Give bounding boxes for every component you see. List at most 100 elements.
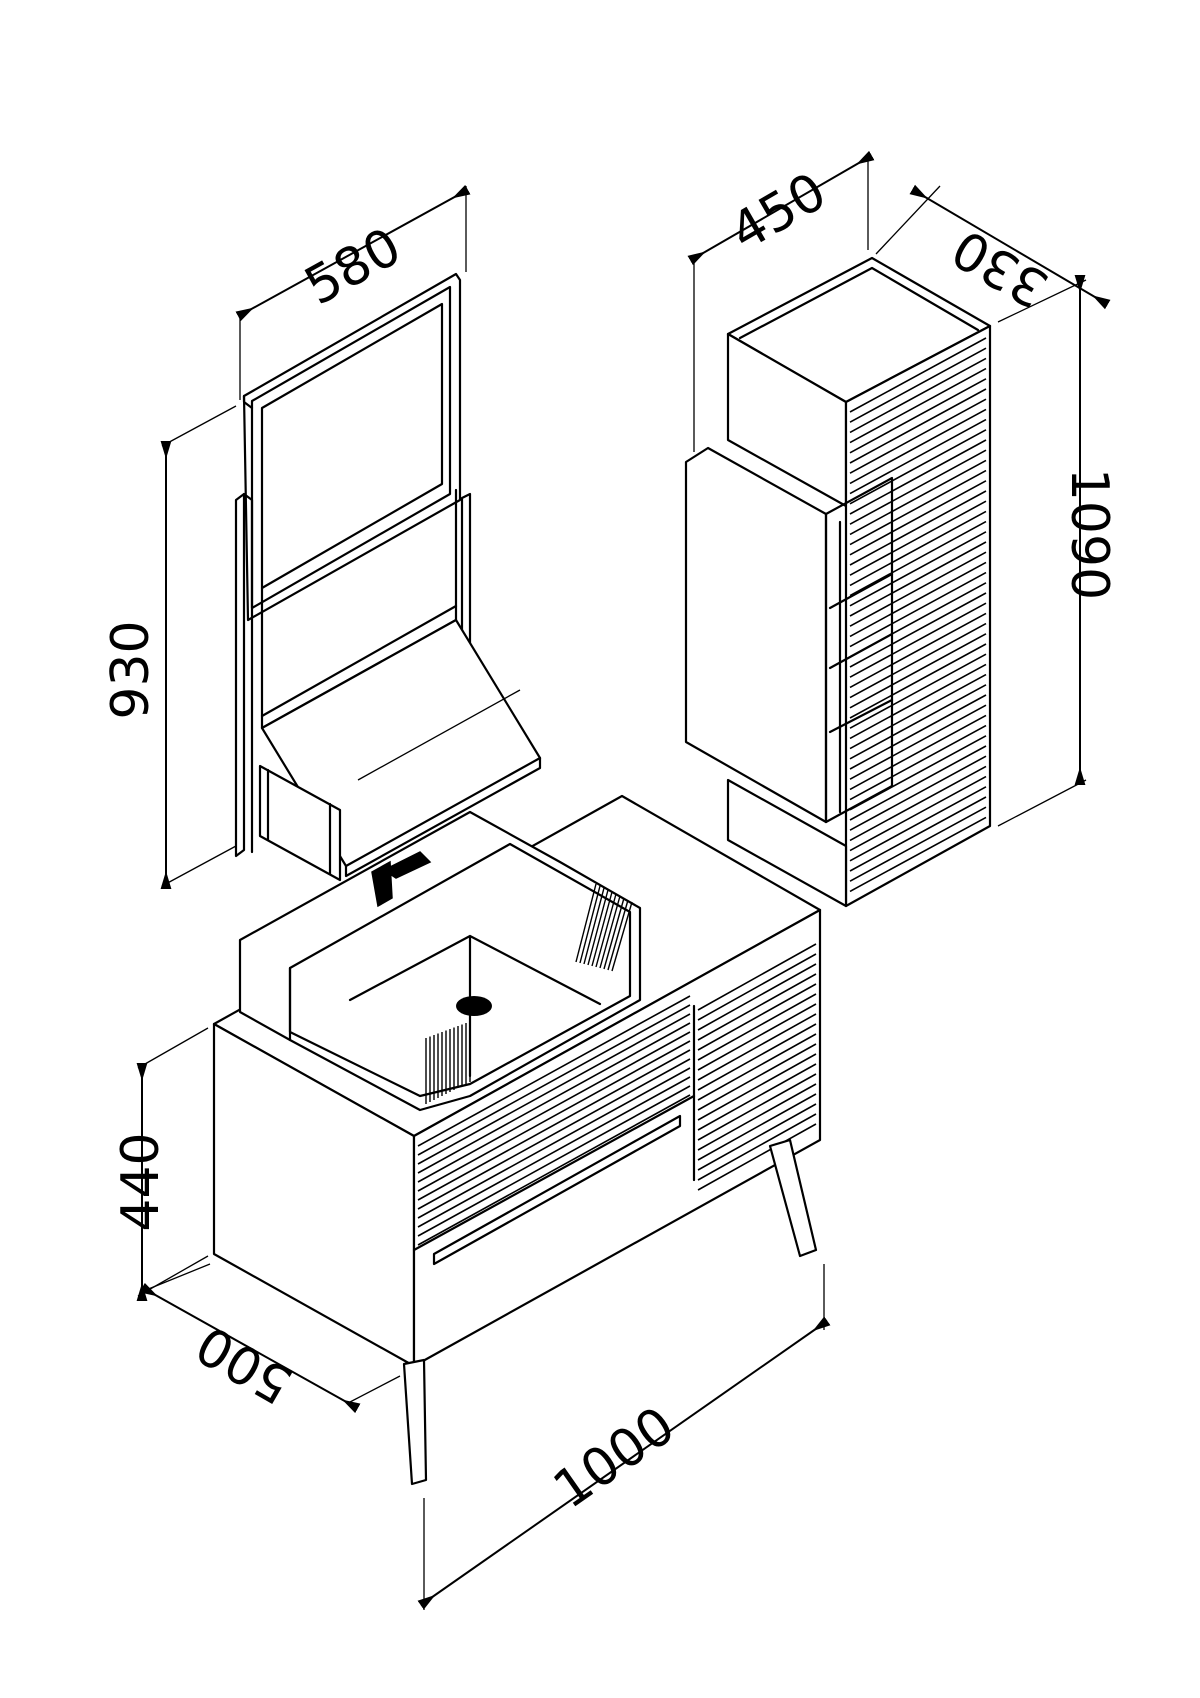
dim-mirror-height: 930 [101, 620, 161, 719]
dim-vanity-height: 440 [111, 1132, 171, 1231]
slat-line [697, 1043, 817, 1111]
basin [238, 810, 642, 1112]
slat-line [849, 337, 987, 413]
slat-line [849, 551, 987, 627]
dim-cabinet-depth: 330 [943, 217, 1059, 319]
slat-line [417, 1058, 691, 1210]
rib-line [599, 895, 621, 969]
slat-line [849, 765, 987, 842]
vanity-louvers [417, 943, 817, 1246]
slat-line [849, 602, 987, 678]
slat-line [849, 500, 987, 576]
slat-line [849, 806, 987, 882]
slat-line [849, 418, 987, 495]
slat-line [697, 993, 817, 1061]
slat-line [697, 1123, 817, 1191]
rib-line [595, 893, 617, 968]
slat-line [849, 490, 987, 566]
slat-line [849, 367, 987, 444]
slat-line [697, 963, 817, 1031]
slat-line [697, 943, 817, 1011]
faucet [371, 851, 432, 908]
slat-line [849, 469, 987, 546]
slat-line [849, 571, 987, 648]
basin-ribs [425, 883, 633, 1104]
slat-line [849, 429, 987, 505]
dimension-lines [136, 150, 1111, 1610]
slat-line [417, 1022, 691, 1174]
slat-line [849, 694, 987, 770]
slat-line [849, 388, 987, 464]
slat-line [849, 622, 987, 699]
slat-line [849, 796, 987, 872]
slat-line [849, 745, 987, 821]
slat-line [697, 1013, 817, 1081]
slat-line [697, 1023, 817, 1091]
slat-line [849, 449, 987, 525]
rib-line [575, 883, 597, 963]
slat-line [417, 1094, 691, 1246]
rib-line [583, 887, 605, 965]
slat-line [849, 531, 987, 607]
tall-cabinet [684, 256, 992, 908]
tall-cabinet-louvers [849, 337, 987, 893]
rib-line [611, 901, 633, 972]
slat-line [697, 1063, 817, 1131]
slat-line [849, 561, 987, 638]
slat-line [849, 786, 987, 862]
slat-line [849, 663, 987, 740]
slat-line [849, 480, 987, 556]
mirror-unit [234, 272, 542, 882]
slat-line [697, 1073, 817, 1141]
slat-line [697, 973, 817, 1041]
dim-cabinet-height: 1090 [1059, 468, 1119, 600]
slat-line [697, 953, 817, 1021]
slat-line [849, 510, 987, 587]
slat-line [849, 541, 987, 617]
slat-line [849, 520, 987, 597]
slat-line [697, 983, 817, 1051]
slat-line [849, 357, 987, 434]
rib-line [603, 897, 625, 970]
rib-line [579, 885, 601, 964]
rib-line [607, 899, 629, 971]
slat-line [417, 995, 691, 1147]
slat-line [417, 1067, 691, 1219]
slat-line [697, 1103, 817, 1171]
slat-line [849, 592, 987, 668]
slat-line [849, 816, 987, 893]
slat-line [417, 1049, 691, 1201]
dim-cabinet-width: 450 [721, 162, 837, 264]
slat-line [849, 347, 987, 423]
slat-line [417, 1085, 691, 1237]
slat-line [417, 1076, 691, 1228]
slat-line [417, 1004, 691, 1156]
slat-line [849, 439, 987, 515]
slat-line [417, 1031, 691, 1183]
dim-mirror-width: 580 [295, 217, 411, 318]
slat-line [849, 643, 987, 719]
rib-line [591, 891, 613, 967]
slat-line [849, 714, 987, 791]
slat-line [849, 398, 987, 474]
slat-line [849, 653, 987, 729]
slat-line [417, 1040, 691, 1192]
slat-line [849, 408, 987, 485]
slat-line [697, 1053, 817, 1121]
slat-line [849, 755, 987, 831]
slat-line [849, 378, 987, 454]
slat-line [697, 1003, 817, 1071]
slat-line [849, 633, 987, 709]
slat-line [849, 724, 987, 801]
slat-line [849, 775, 987, 852]
slat-line [417, 1013, 691, 1165]
slat-line [697, 1033, 817, 1101]
drain [456, 996, 492, 1016]
dim-vanity-width: 1000 [543, 1396, 686, 1521]
dim-vanity-depth: 500 [187, 1313, 303, 1415]
slat-line [849, 612, 987, 689]
rib-line [587, 889, 609, 966]
slat-line [697, 1083, 817, 1151]
slat-line [849, 704, 987, 780]
